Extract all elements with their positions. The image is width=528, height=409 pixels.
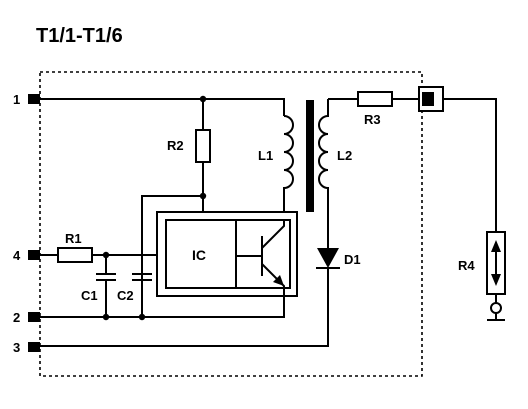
diagram-title: T1/1-T1/6	[36, 25, 123, 47]
junction-dot	[138, 313, 146, 321]
pin-2-label: 2	[13, 310, 20, 325]
wire-pin1-rail	[40, 98, 285, 116]
pin-3-label: 3	[13, 340, 20, 355]
wire-r2-branch	[141, 195, 203, 316]
pin-1: 1	[13, 92, 40, 107]
inductor-l2	[318, 99, 329, 248]
l2-label: L2	[337, 148, 352, 163]
ic-label: IC	[192, 247, 206, 263]
resistor-r2	[195, 129, 211, 163]
inductor-l1	[283, 115, 294, 220]
output-connector	[418, 86, 444, 112]
resistor-r4	[486, 222, 506, 321]
pin-2: 2	[13, 310, 40, 325]
c2-label: C2	[117, 288, 134, 303]
ic-block	[165, 219, 237, 289]
r2-label: R2	[167, 138, 184, 153]
capacitor-c1	[96, 255, 116, 316]
pin-4: 4	[13, 248, 40, 263]
pin-3: 3	[13, 340, 40, 355]
r3-label: R3	[364, 112, 381, 127]
module-boundary	[39, 71, 423, 377]
diode-d1	[40, 248, 340, 347]
r1-label: R1	[65, 231, 82, 246]
c1-label: C1	[81, 288, 98, 303]
resistor-r3	[357, 91, 393, 107]
wire-external	[443, 98, 497, 222]
resistor-r1	[57, 247, 93, 263]
d1-label: D1	[344, 252, 361, 267]
pin-4-label: 4	[13, 248, 21, 263]
junction-dot	[102, 313, 110, 321]
l1-label: L1	[258, 148, 273, 163]
transistor	[236, 220, 285, 318]
r4-label: R4	[458, 258, 475, 273]
pin-1-label: 1	[13, 92, 20, 107]
transformer-core	[306, 100, 314, 212]
capacitor-c2	[132, 273, 152, 281]
